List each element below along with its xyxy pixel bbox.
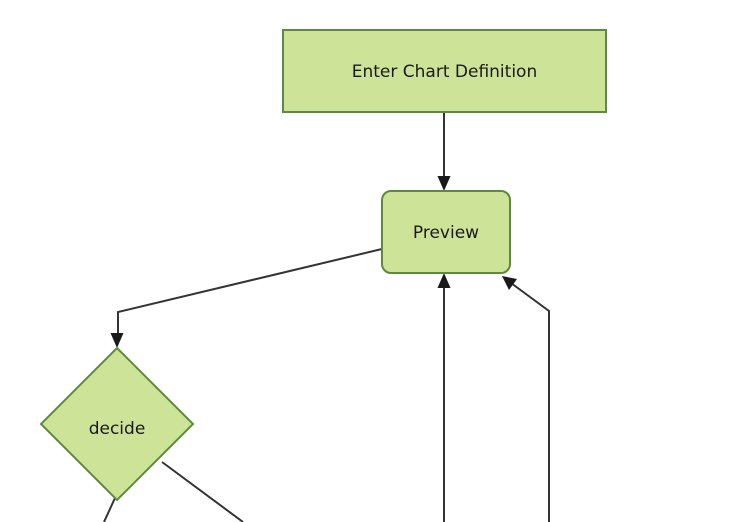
edge-decide-branch-left: [103, 497, 116, 522]
edge-line-return-right: [510, 282, 550, 522]
node-label-enter-chart-definition: Enter Chart Definition: [352, 62, 537, 82]
node-preview[interactable]: Preview: [381, 190, 511, 274]
node-label-decide: decide: [89, 419, 146, 439]
edge-preview-to-decide: [110, 248, 383, 348]
edge-enter-to-preview: [437, 112, 451, 191]
arrowhead-into-decide-top: [110, 333, 124, 348]
node-shape-rounded-rectangle[interactable]: [381, 190, 511, 274]
node-enter-chart-definition[interactable]: Enter Chart Definition: [282, 29, 607, 113]
edge-return-right-to-preview: [502, 276, 550, 522]
arrowhead-into-preview-top: [437, 176, 451, 191]
node-label-preview: Preview: [413, 223, 479, 243]
node-shape-diamond[interactable]: [39, 346, 195, 502]
edge-line-decide-branch-right: [161, 461, 244, 522]
edge-return-center-to-preview: [437, 273, 451, 522]
arrowhead-into-preview-bottom-right: [502, 276, 517, 290]
node-decide[interactable]: decide: [39, 346, 195, 502]
edge-line-decide-branch-left: [103, 497, 116, 522]
arrowhead-into-preview-bottom-center: [437, 273, 451, 288]
node-shape-rectangle[interactable]: [282, 29, 607, 113]
edge-decide-branch-right: [161, 461, 244, 522]
edge-line-preview-to-decide: [117, 248, 383, 337]
